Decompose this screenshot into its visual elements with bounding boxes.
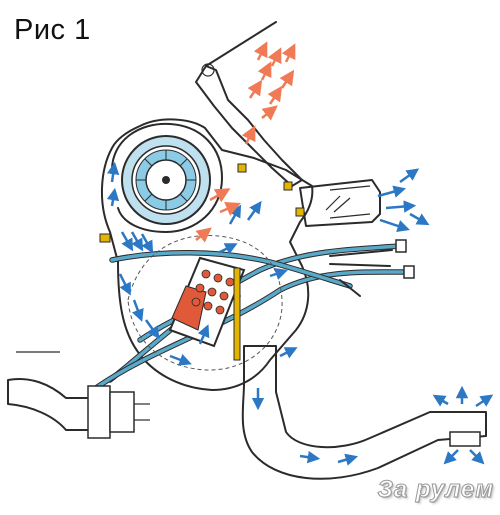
damper-flap	[233, 267, 241, 361]
floor-outlet-duct	[241, 345, 487, 480]
warm-air-arrows	[195, 41, 296, 243]
flap-swing-arc	[127, 234, 283, 371]
cold-air-arrows	[106, 161, 494, 466]
side-flap	[99, 233, 111, 243]
windshield-control-rod	[205, 21, 277, 67]
fan-scroll	[111, 122, 223, 233]
publisher-watermark: За рулем	[377, 476, 494, 504]
control-levers	[329, 239, 415, 297]
blower-fan-icon	[121, 135, 211, 225]
windshield-duct	[195, 65, 303, 187]
vent-duct	[299, 179, 381, 227]
heater-housing	[101, 118, 314, 391]
upper-pivot	[201, 63, 215, 77]
heater-core	[168, 256, 246, 348]
floor-outlet-nozzle	[449, 431, 481, 447]
figure-label: Рис 1	[14, 14, 91, 46]
